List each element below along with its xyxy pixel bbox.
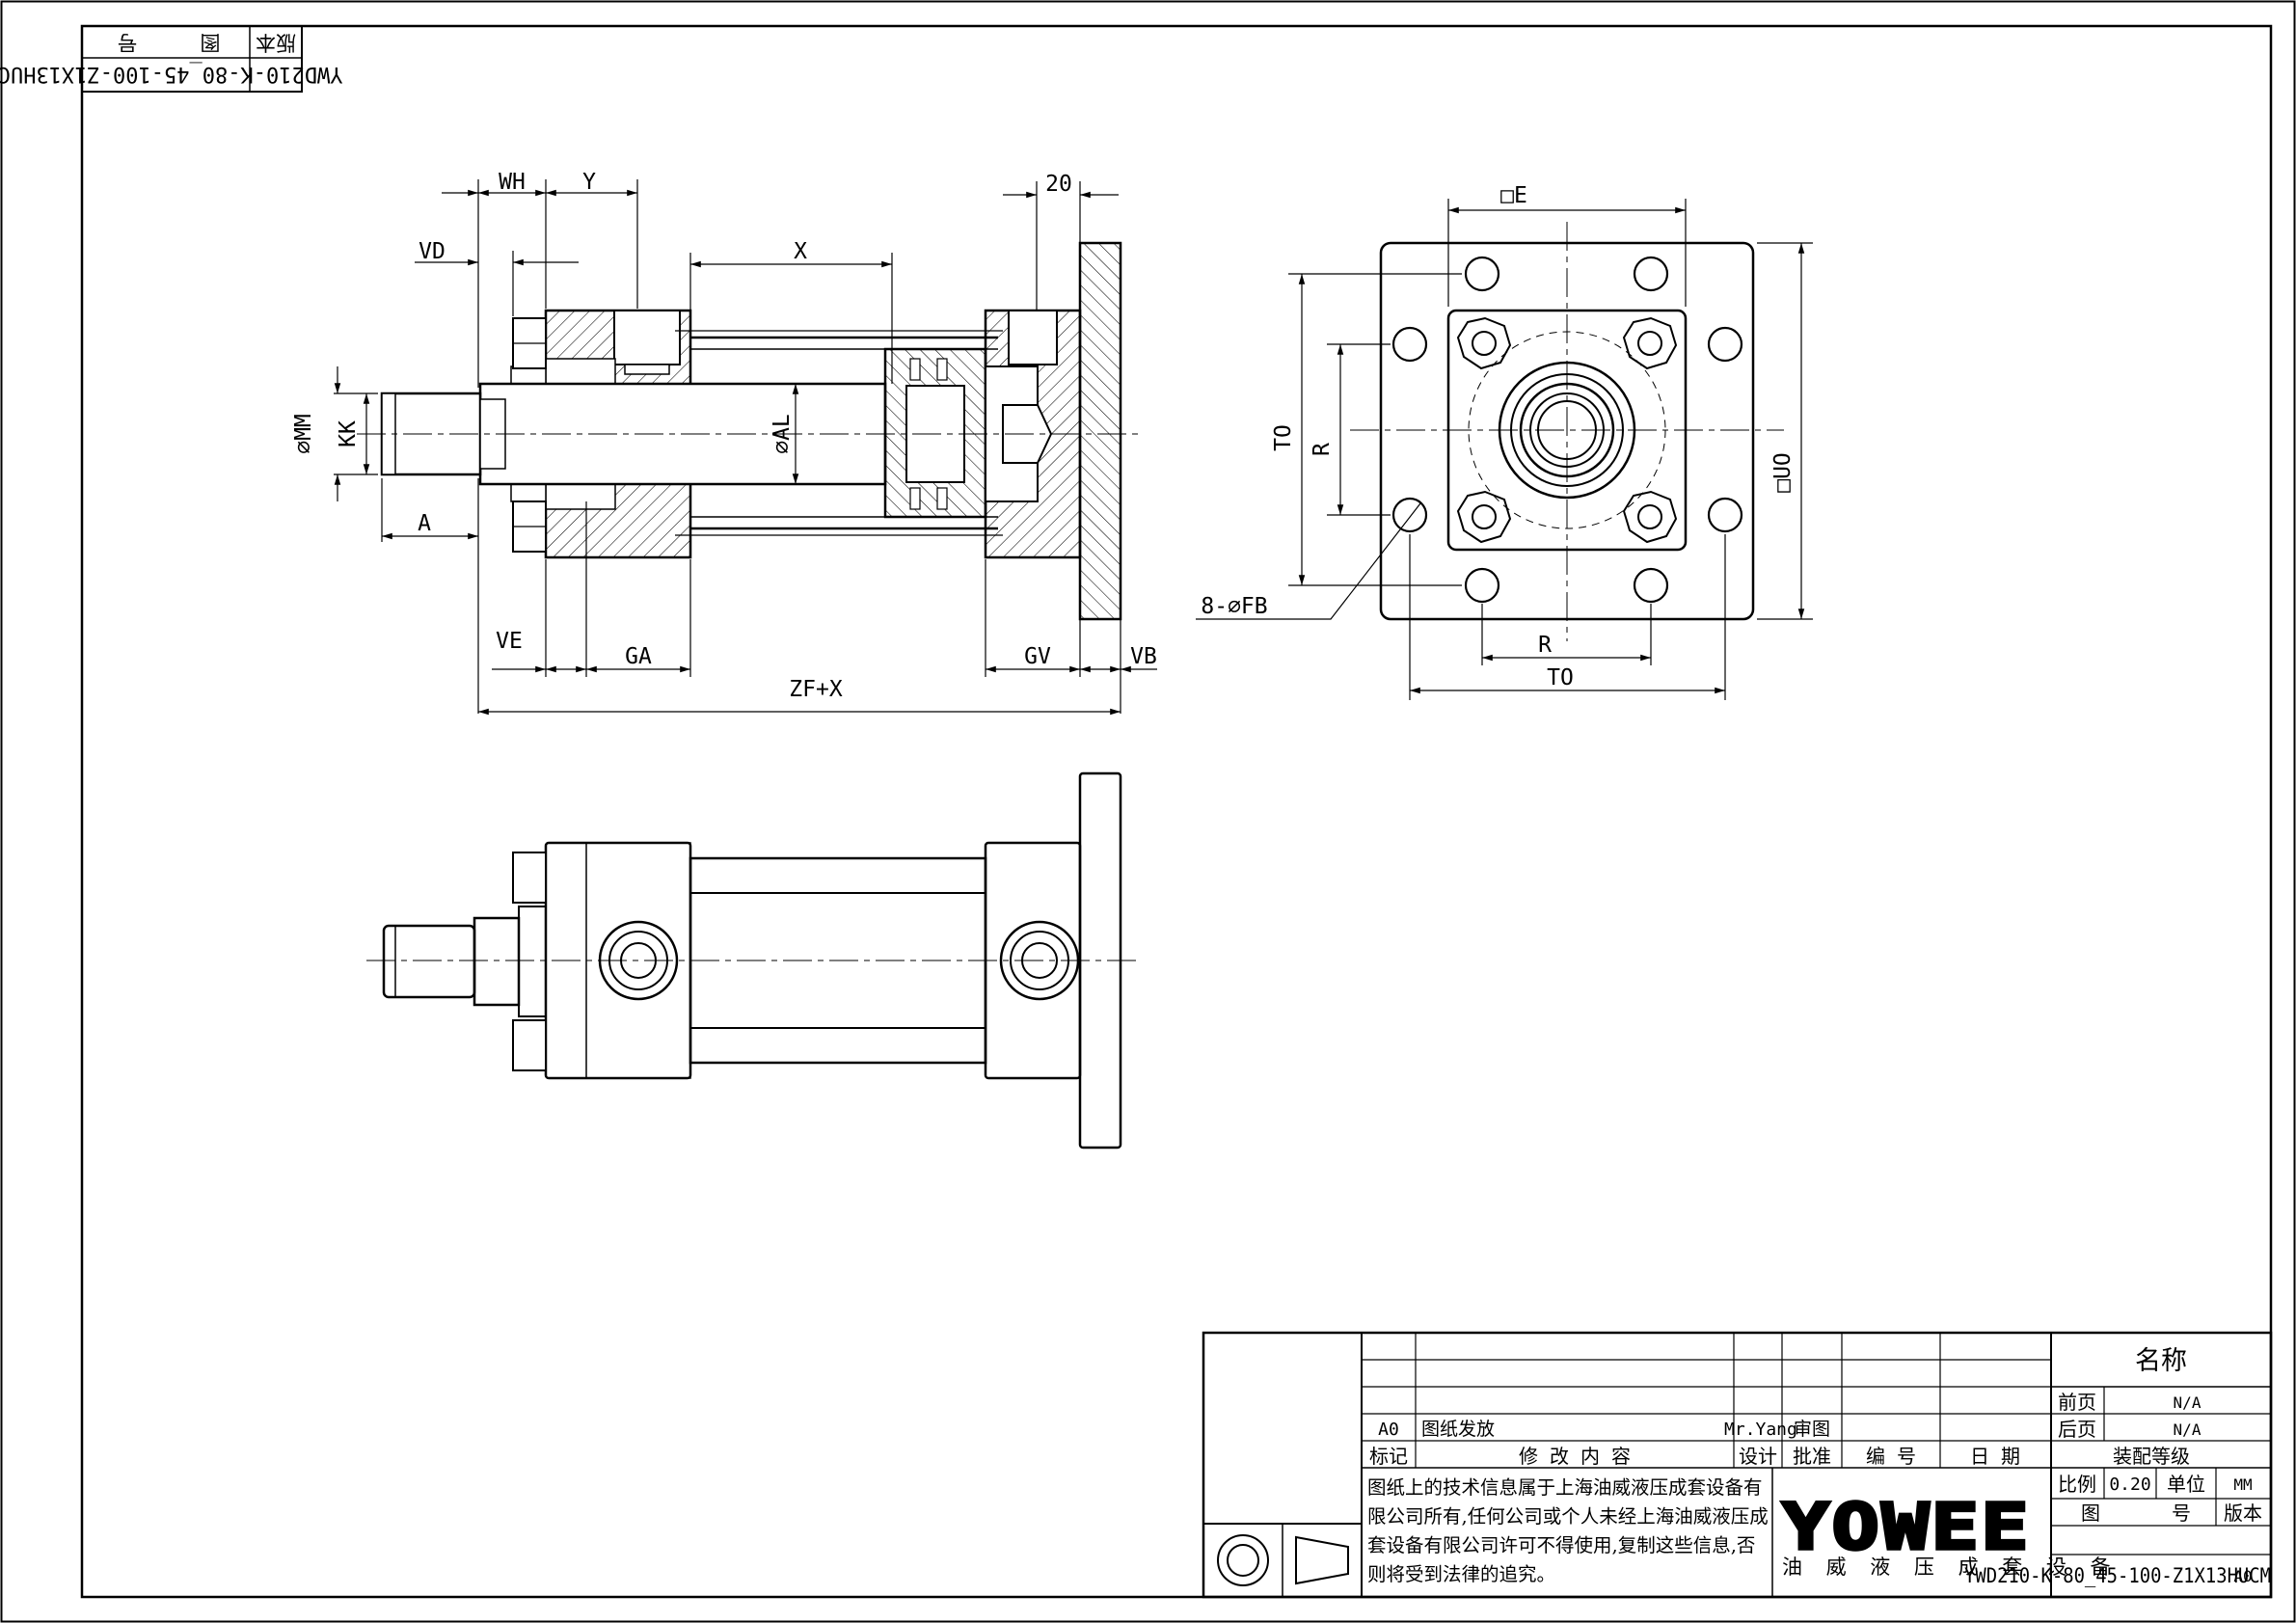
unit-value: MM [2233,1475,2252,1494]
yowee-logo: YOWEE [1780,1488,2031,1566]
scale-value: 0.20 [2109,1474,2150,1495]
title-block-text: 名称 前页 N/A 后页 N/A 装配等级 比例 0.20 单位 MM 图 号 … [1369,1346,2271,1587]
rev-mark: A0 [1378,1420,1399,1440]
dim-e: □E [1500,183,1527,208]
tag-header-number: 号 [118,31,138,54]
scale-label: 比例 [2058,1473,2096,1496]
projection-symbol-icon [1217,1534,1349,1586]
dim-to-horizontal: TO [1547,665,1574,690]
col-mark: 标记 [1369,1445,1408,1468]
dim-kk: KK [336,420,361,447]
tag-header-fig: 图 [201,31,221,54]
prev-page-value: N/A [2174,1393,2201,1412]
svg-text:YOWEE: YOWEE [1782,1490,2031,1564]
dim-vb: VB [1130,644,1157,669]
next-page-value: N/A [2174,1420,2201,1439]
unit-label: 单位 [2167,1473,2205,1496]
name-label: 名称 [2135,1346,2187,1376]
end-view-dimension-labels: □E TO R □UO 8-∅FB R TO [1201,183,1796,690]
version-value: A0 [2233,1567,2252,1585]
fig-label: 图 [2081,1501,2100,1525]
section-dimension-labels: WH Y VD X 20 ∅MM KK A ∅AL VE GA GV VB ZF… [291,170,1157,702]
dim-gv: GV [1024,644,1051,669]
dim-a: A [418,511,431,536]
col-design: 设计 [1739,1445,1777,1468]
rev-content: 图纸发放 [1421,1419,1495,1440]
dim-ga: GA [625,644,652,669]
copyright-notice: 图纸上的技术信息属于上海油威液压成套设备有限公司所有,任何公司或个人未经上海油威… [1367,1476,1769,1585]
sheet-inner-border [80,24,2273,1599]
next-page-label: 后页 [2058,1418,2096,1441]
cylinder-side-view [366,771,1138,1150]
dim-mm: ∅MM [291,414,316,454]
tag-number-mirrored: YWD210-K-80_45-100-Z1X13HUCM [0,62,342,86]
cylinder-section-view [357,241,1138,621]
dim-x: X [794,239,807,264]
dim-al: ∅AL [770,414,795,454]
dim-zfx: ZF+X [789,677,843,702]
tag-header-version: 版本 [256,31,296,54]
dim-uo: □UO [1770,452,1796,493]
dim-to-vertical: TO [1271,424,1296,451]
company-name: 油 威 液 压 成 套 设 备 [1782,1555,2117,1579]
version-label: 版本 [2224,1501,2262,1525]
reviewer-label: 审图 [1794,1419,1830,1440]
dim-wh: WH [499,170,526,195]
assembly-level-label: 装配等级 [2113,1445,2190,1468]
col-date: 日 期 [1970,1445,2020,1468]
col-number: 编 号 [1866,1445,1916,1468]
top-number-tag: 号 图 版本 YWD210-K-80_45-100-Z1X13HUCM [0,25,342,93]
end-view-dimensions [1196,199,1813,700]
dim-vd: VD [419,239,446,264]
designer: Mr.Yang [1724,1420,1797,1440]
prev-page-label: 前页 [2058,1391,2096,1414]
col-content: 修 改 内 容 [1519,1445,1631,1468]
dim-r-horizontal: R [1538,633,1552,658]
drawing-number-bottom: YWD210-K-80_45-100-Z1X13HUCM [1964,1564,2271,1587]
number-label: 号 [2172,1501,2191,1525]
flange-end-view [1350,222,1784,641]
dim-r-vertical: R [1310,443,1335,456]
section-dimensions [334,179,1157,716]
dim-twenty: 20 [1045,172,1072,197]
dim-ve: VE [496,629,523,654]
col-approve: 批准 [1793,1445,1831,1468]
title-block-lines [1202,1331,2273,1599]
dim-fb: 8-∅FB [1201,594,1267,619]
dim-y: Y [582,170,596,195]
